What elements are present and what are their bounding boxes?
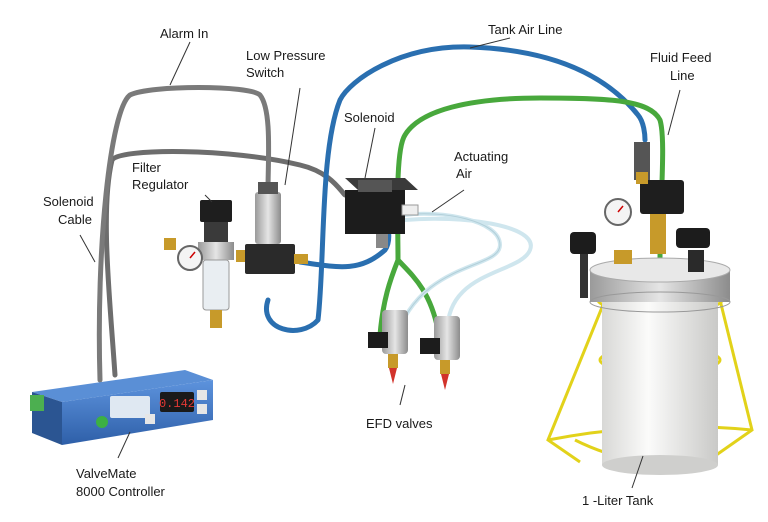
controller-display bbox=[160, 392, 194, 412]
label-solenoid-cable-line1: Solenoid bbox=[43, 194, 94, 209]
tank-air-line bbox=[264, 44, 648, 333]
label-low-pressure-switch-line2: Switch bbox=[246, 65, 284, 80]
label-efd-valves: EFD valves bbox=[366, 416, 433, 431]
label-controller-line2: 8000 Controller bbox=[76, 484, 166, 499]
label-fluid-feed-line2: Line bbox=[670, 68, 695, 83]
controller-display-value: 0.142 bbox=[159, 397, 195, 411]
valvemate-controller: 0.142 bbox=[30, 370, 213, 445]
label-solenoid: Solenoid bbox=[344, 110, 395, 125]
label-tank-air-line: Tank Air Line bbox=[488, 22, 562, 37]
efd-valve-left bbox=[368, 310, 408, 384]
solenoid bbox=[345, 178, 419, 248]
efd-valve-right bbox=[420, 316, 460, 390]
tank-assembly bbox=[546, 142, 754, 475]
label-actuating-air-line2: Air bbox=[456, 166, 473, 181]
solenoid-cable bbox=[103, 149, 348, 378]
label-fluid-feed-line1: Fluid Feed bbox=[650, 50, 711, 65]
tank-knob-right bbox=[676, 228, 710, 248]
label-actuating-air-line1: Actuating bbox=[454, 149, 508, 164]
filter-regulator bbox=[164, 200, 250, 328]
label-filter-regulator-line1: Filter bbox=[132, 160, 162, 175]
label-tank: 1 -Liter Tank bbox=[582, 493, 654, 508]
leader-lines bbox=[79, 37, 681, 489]
label-solenoid-cable-line2: Cable bbox=[58, 212, 92, 227]
label-controller-line1: ValveMate bbox=[76, 466, 136, 481]
low-pressure-switch bbox=[245, 182, 308, 274]
label-alarm-in: Alarm In bbox=[160, 26, 208, 41]
alarm-in-cable bbox=[96, 85, 272, 383]
label-filter-regulator-line2: Regulator bbox=[132, 177, 189, 192]
labels: Alarm In Low Pressure Switch Tank Air Li… bbox=[43, 22, 711, 508]
actuating-air-lines bbox=[393, 211, 533, 342]
tank-knob-left bbox=[570, 232, 596, 254]
label-low-pressure-switch-line1: Low Pressure bbox=[246, 48, 325, 63]
